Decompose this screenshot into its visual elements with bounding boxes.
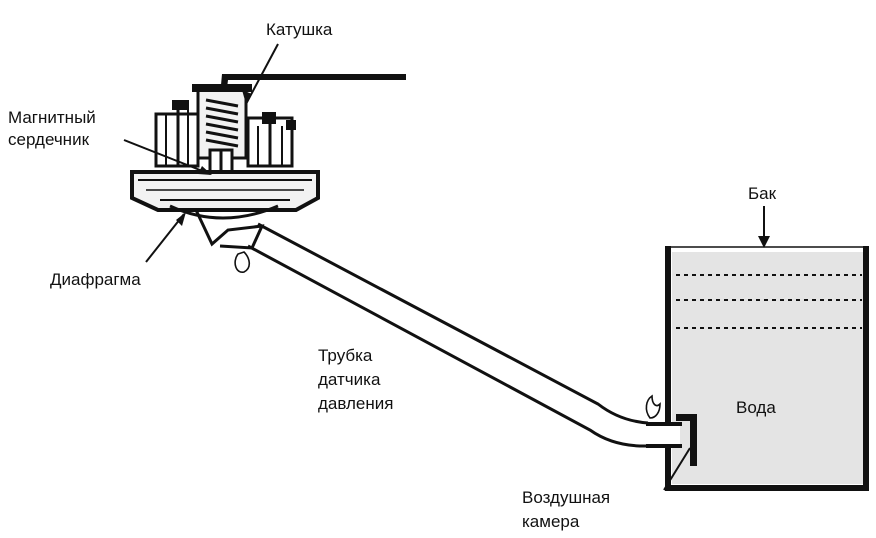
label-magnetic-core-line2: сердечник [8, 130, 90, 149]
leader-arrowheads [176, 90, 770, 248]
switch-base-housing [130, 170, 320, 212]
label-tank: Бак [748, 184, 777, 203]
pressure-switch [130, 74, 406, 273]
label-coil: Катушка [266, 20, 333, 39]
label-water: Вода [736, 398, 776, 417]
diaphragm [169, 204, 279, 220]
label-tube-line2: датчика [318, 370, 381, 389]
outlet-clamp-icon [234, 251, 251, 273]
water-fill [672, 252, 864, 484]
lever-arm [220, 74, 406, 96]
label-air-chamber-line1: Воздушная [522, 488, 611, 507]
leader-magnetic-core [123, 139, 211, 175]
air-chamber-bell [676, 414, 697, 466]
leader-diaphragm [145, 213, 185, 263]
tube-lower-edge [247, 244, 649, 448]
tube-upper-edge [257, 222, 649, 425]
coil-winding [205, 98, 239, 148]
tube-clamp-icon [645, 394, 661, 419]
label-magnetic-core-line1: Магнитный [8, 108, 96, 127]
label-air-chamber-line2: камера [522, 512, 580, 531]
air-chamber [645, 394, 697, 466]
tank-walls [665, 246, 869, 491]
switch-outlet-nozzle [194, 209, 265, 250]
pressure-sensor-tube [247, 222, 649, 448]
coil-housing [196, 84, 248, 160]
label-tube-line3: давления [318, 394, 394, 413]
coil-top-cap [192, 84, 252, 92]
label-tube-line1: Трубка [318, 346, 373, 365]
leader-air-chamber [663, 447, 691, 491]
water-tank [665, 246, 869, 491]
tank-inlet-port [650, 426, 680, 444]
label-diaphragm: Диафрагма [50, 270, 141, 289]
